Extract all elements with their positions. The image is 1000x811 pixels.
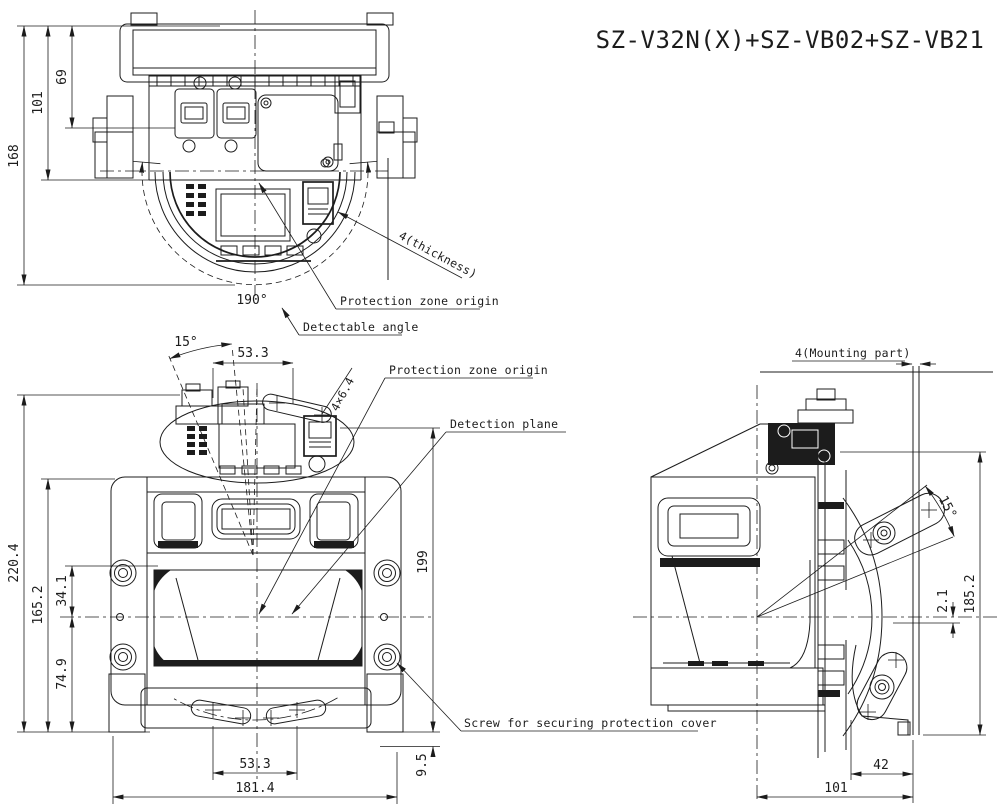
side-window-left: [153, 493, 203, 549]
dim-text-69: 69: [55, 69, 70, 85]
svg-text:34.1: 34.1: [55, 575, 70, 606]
side-view: 15° 4(Mounting part) 185.2: [633, 346, 998, 803]
label-screw-note: Screw for securing protection cover: [396, 662, 717, 732]
button-row: [216, 245, 311, 262]
dim-front-depth: 69: [55, 25, 75, 129]
led-indicators: [186, 184, 206, 216]
dim-right-height: 199: [416, 427, 436, 733]
svg-text:Detection plane: Detection plane: [450, 417, 558, 431]
svg-text:4×6.4: 4×6.4: [328, 375, 357, 413]
dim-plane-offset: 2.1: [893, 589, 960, 638]
svg-text:220.4: 220.4: [7, 543, 22, 582]
dim-slot-pitch-top: 53.3: [212, 346, 294, 404]
cable-gland-blocks: [174, 88, 257, 153]
svg-text:9.5: 9.5: [415, 753, 430, 776]
svg-text:42: 42: [873, 758, 889, 773]
svg-text:15°: 15°: [174, 335, 197, 350]
svg-text:Protection zone origin: Protection zone origin: [389, 363, 548, 377]
dim-text-190deg: 190°: [236, 293, 267, 308]
dim-overall-depth: 168: [7, 25, 27, 286]
svg-text:Protection zone origin: Protection zone origin: [340, 294, 499, 308]
dim-bottom-offset: 9.5: [415, 721, 436, 777]
svg-text:185.2: 185.2: [963, 574, 978, 613]
origin-rays: [167, 345, 258, 556]
svg-text:Screw for securing protection: Screw for securing protection cover: [464, 716, 717, 730]
svg-text:2.1: 2.1: [936, 589, 951, 612]
dim-mounting-holes: 4×6.4: [321, 367, 357, 415]
scan-window: [153, 569, 363, 667]
dim-body-height: 165.2: [31, 478, 51, 733]
label-protection-zone-origin-top: Protection zone origin: [258, 182, 499, 310]
svg-text:15°: 15°: [935, 493, 959, 521]
label-mounting-part: 4(Mounting part): [792, 346, 936, 367]
front-view: 15° 53.3 4×6.4 Protection zone origin De…: [7, 335, 717, 804]
dim-slot-pitch-bottom: 53.3: [212, 757, 298, 776]
label-protection-zone-origin-front: Protection zone origin: [258, 363, 548, 615]
top-mounting-slot: [262, 393, 332, 423]
dim-window-to-center: 34.1: [55, 565, 75, 618]
front-face-layers: [817, 450, 847, 758]
svg-text:199: 199: [416, 550, 431, 573]
lower-bracket: [851, 644, 911, 736]
svg-text:181.4: 181.4: [235, 781, 274, 796]
svg-text:4(thickness): 4(thickness): [397, 228, 480, 281]
svg-text:Detectable angle: Detectable angle: [303, 320, 419, 334]
top-view: 168 101 69 190° Protection zone origin D…: [7, 10, 499, 336]
dim-body-depth: 101: [31, 25, 51, 181]
dim-overall-width: 181.4: [112, 781, 398, 800]
svg-text:4(Mounting part): 4(Mounting part): [795, 346, 911, 360]
dim-slot-angle-front: 15°: [169, 335, 233, 359]
svg-text:53.3: 53.3: [239, 757, 270, 772]
dim-overall-height: 220.4: [7, 394, 27, 733]
svg-text:74.9: 74.9: [55, 658, 70, 689]
dim-bracket-depth: 42: [850, 758, 914, 777]
led-indicators-front: [187, 426, 207, 455]
dim-text-101: 101: [31, 91, 46, 114]
svg-text:101: 101: [824, 781, 847, 796]
label-thickness: 4(thickness): [337, 211, 480, 281]
dim-mount-height: 185.2: [840, 451, 986, 736]
side-window-right: [309, 493, 359, 549]
drawing-title: SZ-V32N(X)+SZ-VB02+SZ-VB21: [596, 26, 985, 54]
label-detectable-angle: Detectable angle: [281, 307, 419, 336]
dim-center-to-bottom: 74.9: [55, 616, 75, 733]
dim-overall-depth-side: 101: [756, 781, 914, 800]
protection-cover-screws: [109, 559, 401, 671]
front-window-center: [211, 498, 301, 540]
dim-text-168: 168: [7, 144, 22, 167]
bottom-mounting-slots: [172, 697, 338, 726]
svg-text:165.2: 165.2: [31, 585, 46, 624]
svg-text:53.3: 53.3: [237, 346, 268, 361]
label-detection-plane: Detection plane: [291, 417, 566, 615]
